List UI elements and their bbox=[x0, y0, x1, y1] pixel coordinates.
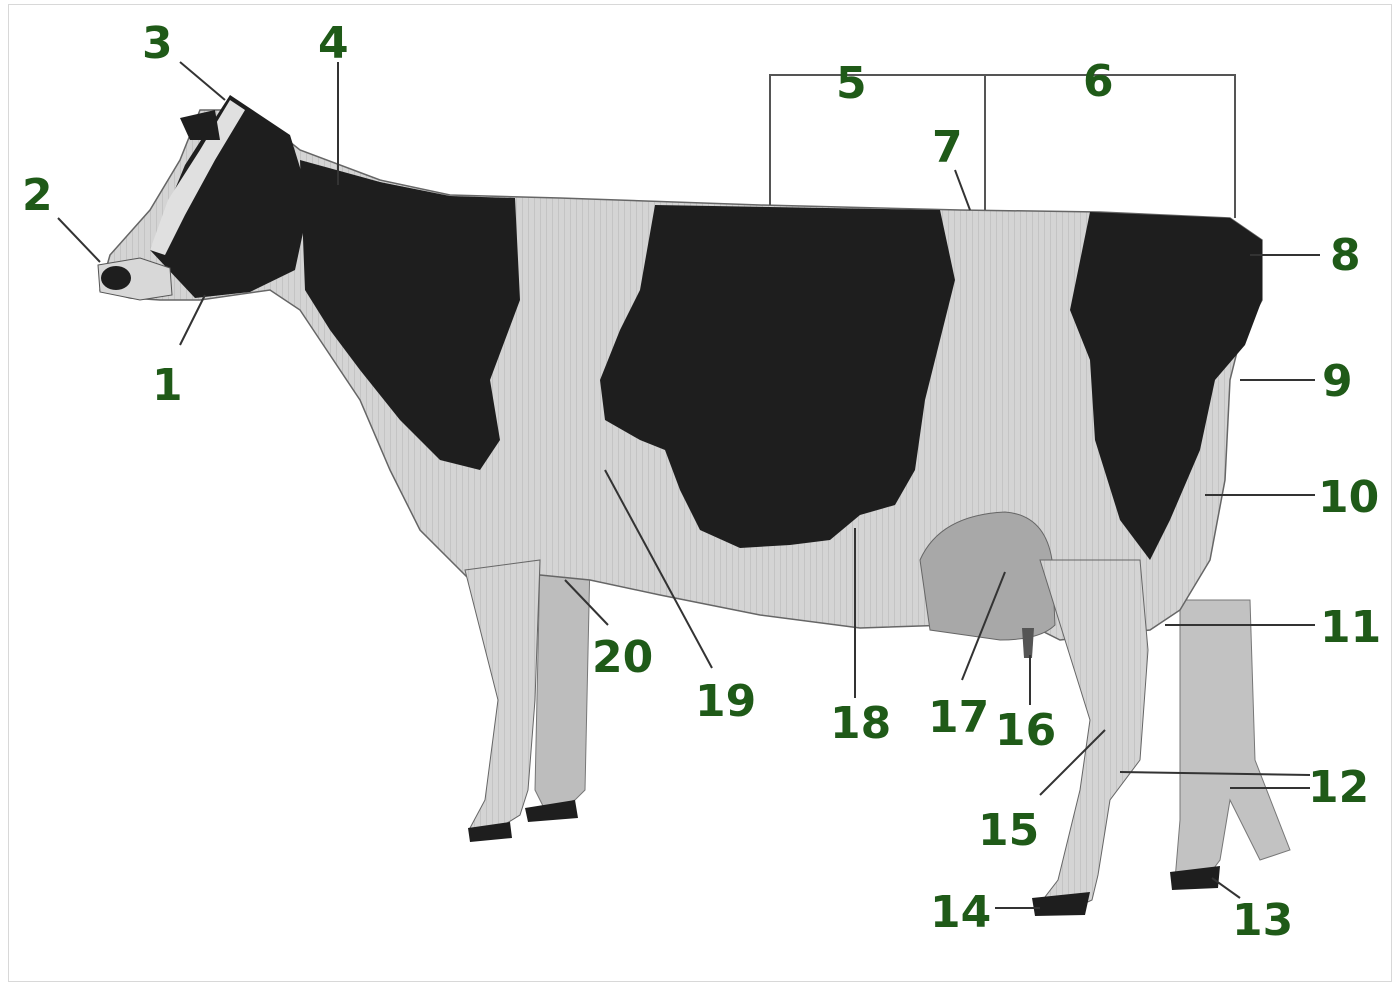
leader-1 bbox=[179, 294, 206, 346]
part-labels: 1 2 3 4 5 6 7 8 9 10 11 12 13 14 15 16 1… bbox=[22, 18, 1381, 946]
label-15: 15 bbox=[978, 805, 1039, 856]
label-13: 13 bbox=[1232, 895, 1293, 946]
label-10: 10 bbox=[1318, 472, 1379, 523]
leader-7 bbox=[954, 169, 971, 211]
hip-patch bbox=[1070, 212, 1262, 560]
hoof-front-far bbox=[525, 800, 578, 822]
label-14: 14 bbox=[930, 887, 991, 938]
head-patch bbox=[150, 95, 310, 298]
label-20: 20 bbox=[592, 632, 653, 683]
barrel-patch bbox=[600, 205, 955, 548]
brackets bbox=[769, 74, 1236, 218]
leader-12a bbox=[1119, 771, 1311, 776]
hoof-hind-far bbox=[1170, 866, 1220, 890]
label-12: 12 bbox=[1308, 762, 1369, 813]
label-1: 1 bbox=[152, 360, 183, 411]
far-hind-leg bbox=[1174, 599, 1291, 881]
label-4: 4 bbox=[318, 18, 349, 69]
leader-17 bbox=[961, 571, 1006, 681]
leader-2 bbox=[57, 217, 101, 263]
neck-patch bbox=[300, 160, 520, 470]
label-17: 17 bbox=[928, 692, 989, 743]
leader-19 bbox=[604, 469, 713, 669]
label-16: 16 bbox=[995, 705, 1056, 756]
label-5: 5 bbox=[836, 58, 867, 109]
leader-13 bbox=[1211, 877, 1241, 899]
teat bbox=[1022, 628, 1034, 658]
label-7: 7 bbox=[932, 122, 963, 173]
near-front-leg bbox=[464, 559, 541, 836]
label-9: 9 bbox=[1322, 356, 1353, 407]
hoof-front-near bbox=[468, 822, 512, 842]
label-8: 8 bbox=[1330, 230, 1361, 281]
leader-15 bbox=[1039, 729, 1106, 796]
label-6: 6 bbox=[1083, 56, 1114, 107]
label-3: 3 bbox=[142, 18, 173, 69]
cow-illustration bbox=[97, 95, 1291, 916]
label-2: 2 bbox=[22, 170, 53, 221]
ear bbox=[180, 110, 220, 140]
blaze bbox=[150, 100, 245, 255]
leader-20 bbox=[564, 579, 609, 626]
label-11: 11 bbox=[1320, 602, 1381, 653]
bracket-5 bbox=[769, 74, 986, 210]
label-19: 19 bbox=[695, 676, 756, 727]
leader-3 bbox=[179, 61, 226, 101]
hoof-hind-near bbox=[1032, 892, 1090, 916]
nose bbox=[101, 266, 131, 290]
leader-lines bbox=[57, 61, 1320, 909]
bracket-6 bbox=[985, 74, 1236, 218]
label-18: 18 bbox=[830, 698, 891, 749]
